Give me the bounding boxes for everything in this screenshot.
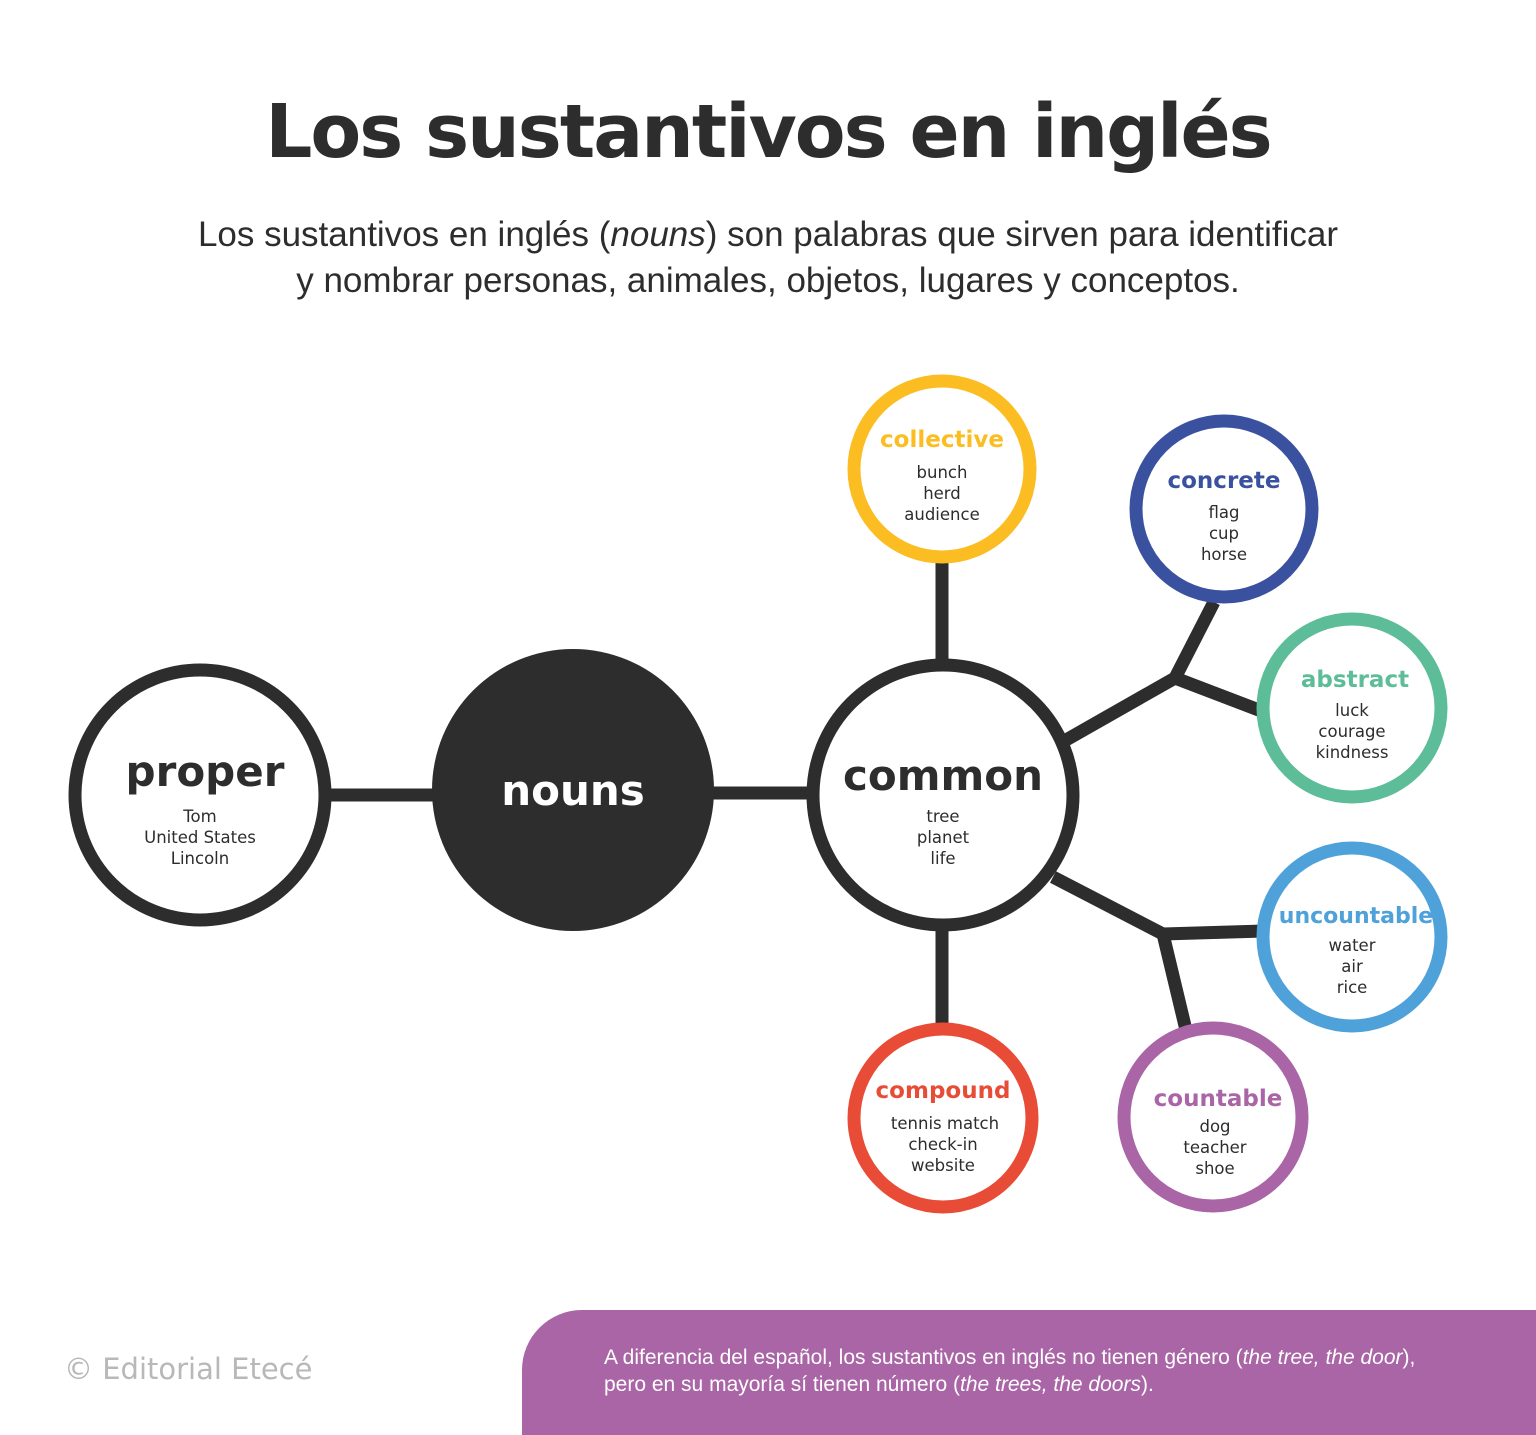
concrete-label: concrete (1168, 468, 1281, 494)
countable-example: teacher (1183, 1138, 1246, 1157)
subtitle-text: ) son palabras que sirven para identific… (705, 215, 1339, 254)
compound-circle (847, 1022, 1039, 1214)
common-circle (806, 658, 1080, 932)
common-example: tree (926, 807, 959, 826)
countable-label: countable (1154, 1086, 1283, 1112)
compound-example: check-in (908, 1135, 977, 1154)
collective-label: collective (880, 427, 1004, 453)
connector-lines (325, 557, 1267, 1032)
proper-example: Tom (182, 807, 216, 826)
connector-junction-uncountable (1162, 924, 1265, 941)
note-text-segment: A diferencia del español, los sustantivo… (604, 1346, 1243, 1369)
proper-circle (68, 663, 332, 927)
countable-circle (1117, 1021, 1309, 1213)
proper-example: Lincoln (171, 849, 229, 868)
proper-example: United States (144, 828, 256, 847)
note-text: A diferencia del español, los sustantivo… (604, 1344, 1524, 1398)
page-title: Los sustantivos en inglés (265, 89, 1272, 175)
concrete-example: horse (1201, 545, 1247, 564)
compound-example: website (911, 1156, 975, 1175)
uncountable-example: air (1341, 957, 1363, 976)
node-abstract: abstract luck courage kindness (1256, 612, 1448, 804)
uncountable-example: water (1328, 936, 1375, 955)
note-banner: A diferencia del español, los sustantivo… (522, 1310, 1536, 1435)
compound-label: compound (876, 1078, 1011, 1104)
uncountable-example: rice (1337, 978, 1368, 997)
node-common: common tree planet life (806, 658, 1080, 932)
node-uncountable: uncountable water air rice (1256, 841, 1448, 1033)
connector-common-countable (1050, 871, 1193, 1032)
subtitle-italic-term: nouns (610, 215, 706, 254)
abstract-example: luck (1335, 701, 1369, 720)
concrete-circle (1129, 414, 1319, 604)
abstract-example: courage (1318, 722, 1385, 741)
abstract-circle (1256, 612, 1448, 804)
common-label: common (843, 751, 1043, 800)
countable-example: dog (1199, 1117, 1230, 1136)
note-text-segment: ), (1402, 1346, 1416, 1369)
common-example: planet (917, 828, 970, 847)
collective-example: audience (904, 505, 979, 524)
abstract-example: kindness (1316, 743, 1389, 762)
subtitle-text: y nombrar personas, animales, objetos, l… (296, 261, 1240, 300)
node-proper: proper Tom United States Lincoln (68, 663, 332, 927)
connector-junction-abstract (1172, 671, 1267, 719)
node-collective: collective bunch herd audience (847, 374, 1037, 564)
common-example: life (930, 849, 955, 868)
copyright-credit: © Editorial Etecé (64, 1352, 313, 1386)
note-text-segment: ). (1140, 1373, 1154, 1396)
countable-example: shoe (1195, 1159, 1234, 1178)
compound-example: tennis match (891, 1114, 999, 1133)
nouns-circle (432, 649, 714, 931)
subtitle: Los sustantivos en inglés (nouns) son pa… (0, 212, 1536, 304)
abstract-label: abstract (1301, 667, 1409, 693)
node-compound: compound tennis match check-in website (847, 1022, 1039, 1214)
node-countable: countable dog teacher shoe (1117, 1021, 1309, 1213)
node-nouns: nouns (432, 649, 714, 931)
note-example: the tree, the door (1242, 1346, 1403, 1369)
connector-common-concrete (1062, 599, 1220, 746)
subtitle-text: Los sustantivos en inglés ( (197, 215, 611, 254)
note-text-segment: pero en su mayoría sí tienen número ( (604, 1373, 961, 1396)
concrete-example: cup (1209, 524, 1239, 543)
uncountable-label: uncountable (1279, 904, 1433, 929)
note-example: the trees, the doors (960, 1373, 1141, 1396)
proper-label: proper (126, 747, 285, 796)
nouns-label: nouns (501, 766, 645, 815)
concrete-example: flag (1209, 503, 1240, 522)
collective-circle (847, 374, 1037, 564)
node-concrete: concrete flag cup horse (1129, 414, 1319, 604)
uncountable-circle (1256, 841, 1448, 1033)
collective-example: bunch (917, 463, 968, 482)
collective-example: herd (923, 484, 961, 503)
